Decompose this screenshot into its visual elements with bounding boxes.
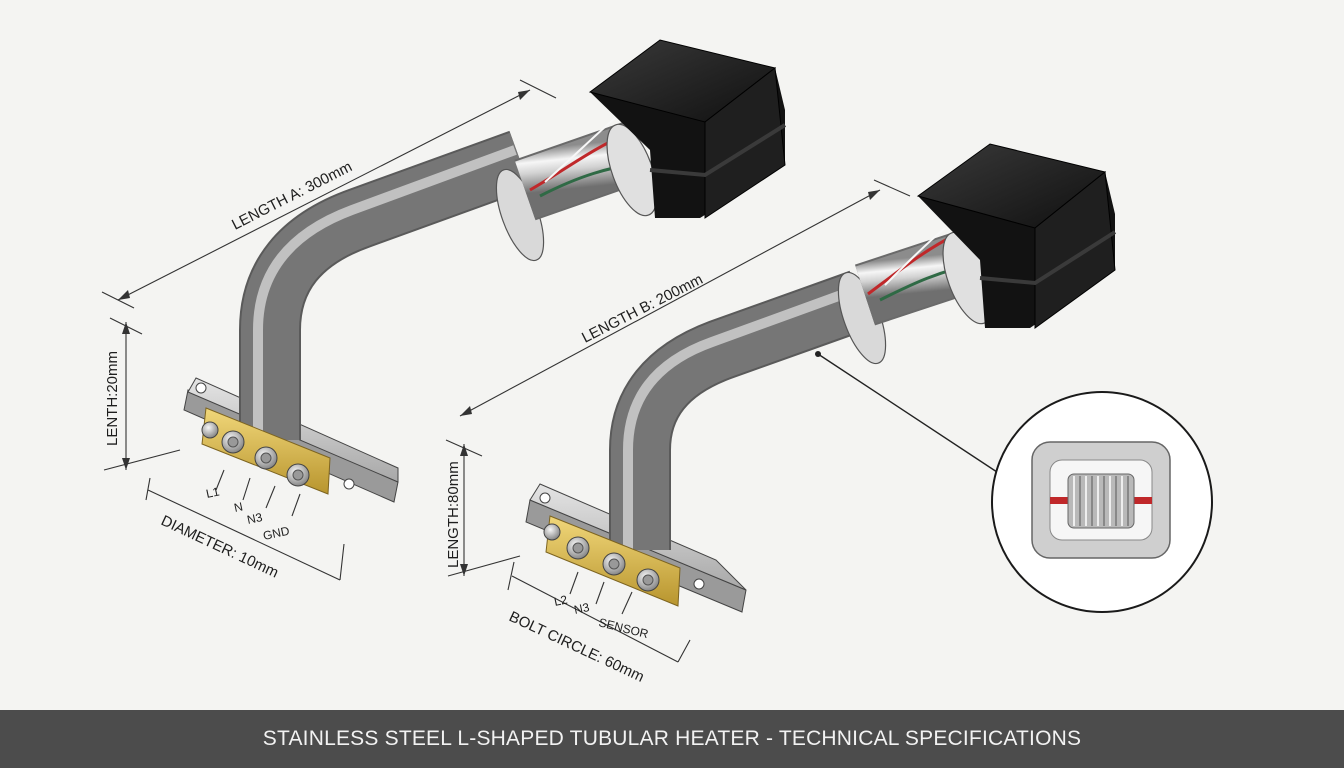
pipe-a [239,117,658,440]
terminal-b-label: L2 [553,592,569,609]
detail-callout [815,351,1213,613]
terminal-a-label: N [233,499,244,514]
terminal-screw-a [201,421,310,487]
height-b-label: LENGTH:80mm [445,461,462,568]
terminal-b-label: N3 [573,600,591,617]
dimension-length-a [101,79,557,309]
terminal-block-b [543,515,681,607]
caption-title: STAINLESS STEEL L-SHAPED TUBULAR HEATER … [262,727,1082,750]
pipe-b [609,227,994,550]
dimension-length-b [459,179,911,417]
terminal-a-label: L1 [205,484,221,501]
bolt-b-label: BOLT CIRCLE: 60mm [506,608,646,686]
callout-leader [817,353,1001,475]
heater-a: LENGTH A: 300mm LENTH:20mm DIAMETER: 10m… [101,39,787,582]
heater-diagram: LENGTH A: 300mm LENTH:20mm DIAMETER: 10m… [101,39,1213,686]
terminal-a-label: N3 [246,510,264,527]
terminal-block-a [201,407,331,495]
terminal-box-b [916,143,1117,329]
height-a-label: LENTH:20mm [104,351,121,446]
dimension-bolt-b [507,561,691,663]
dimension-height-a [103,317,181,471]
terminal-screw-b [543,523,660,592]
heater-b: LENGTH B: 200mm LENGTH:80mm BOLT CIRCLE:… [445,143,1117,686]
dimension-diameter-a [145,477,345,581]
heating-coil [1067,473,1135,529]
terminal-a-label: GND [262,524,291,543]
dimension-height-b [445,439,521,577]
terminal-box-a [588,39,787,219]
terminal-b-label: SENSOR [597,615,650,641]
caption-bar: STAINLESS STEEL L-SHAPED TUBULAR HEATER … [0,710,1344,768]
